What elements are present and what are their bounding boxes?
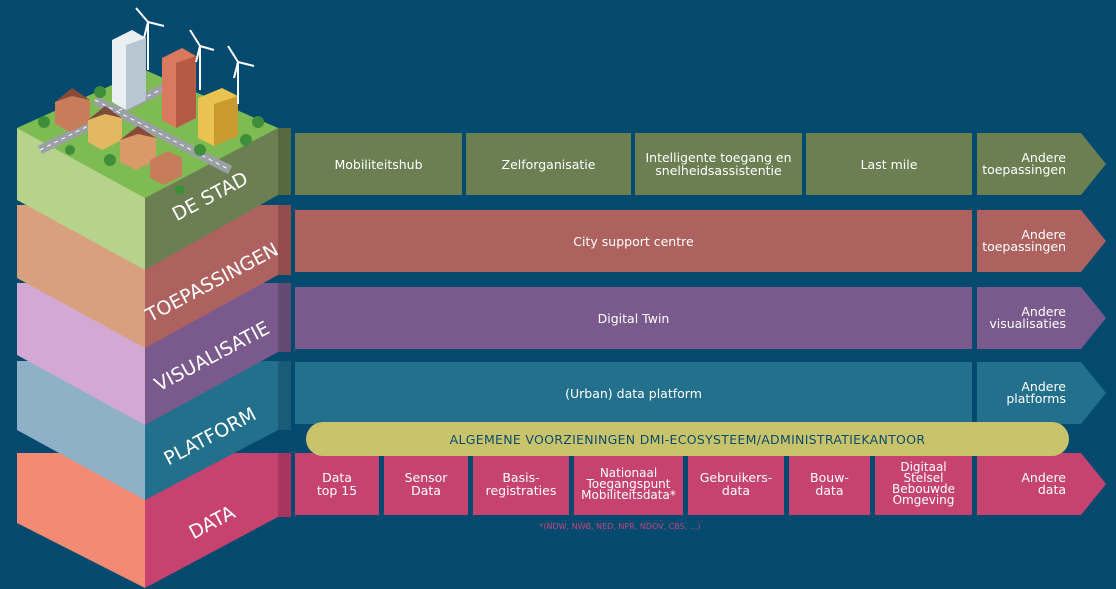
data-layer-block: DATA: [17, 453, 291, 588]
row-platform-other: Andere platforms: [1006, 379, 1066, 406]
row-stad-cell-mobiliteitshub: Mobiliteitshub: [334, 156, 423, 172]
row-arrows: [295, 133, 1106, 515]
row-stad-cell-zelforganisatie: Zelforganisatie: [501, 156, 596, 172]
row-visualisatie-other: Andere visualisaties: [989, 304, 1066, 331]
row-toepassingen-cell-city-support-centre: City support centre: [573, 233, 694, 249]
dmi-ecosystem-banner: ALGEMENE VOORZIENINGEN DMI-ECOSYSTEEM/AD…: [306, 422, 1069, 456]
row-stad-cell-intelligente-toegang: Intelligente toegang en snelheidsassiste…: [645, 150, 792, 178]
row-stad-cell-last-mile: Last mile: [860, 156, 918, 172]
city-illustration: [17, 7, 278, 198]
row-data-cell-bouwdata: Bouw- data: [810, 470, 849, 498]
row-stad-other: Andere toepassingen: [982, 150, 1066, 177]
row-data-cell-basisregistraties: Basis- registraties: [485, 470, 557, 498]
row-data-cell-data-top-15: Data top 15: [316, 470, 358, 498]
row-data-cell-digitaal-stelsel: Digitaal Stelsel Bebouwde Omgeving: [892, 460, 955, 507]
footnote: *(NDW, NWB, NED, NPR, NDOV, CBS, ...): [539, 522, 701, 531]
row-platform-cell-urban-data-platform: (Urban) data platform: [565, 385, 702, 401]
row-data-cell-nationaal-toegangspunt: Nationaal Toegangspunt Mobiliteitsdata*: [581, 465, 676, 502]
row-toepassingen-other: Andere toepassingen: [982, 227, 1066, 254]
row-data-other: Andere data: [1021, 470, 1066, 497]
row-data-cell-sensor-data: Sensor Data: [404, 470, 448, 498]
row-visualisatie-cell-digital-twin: Digital Twin: [597, 310, 670, 326]
row-data-cell-gebruikersdata: Gebruikers- data: [699, 470, 773, 498]
wind-turbine-icon: [135, 7, 255, 104]
